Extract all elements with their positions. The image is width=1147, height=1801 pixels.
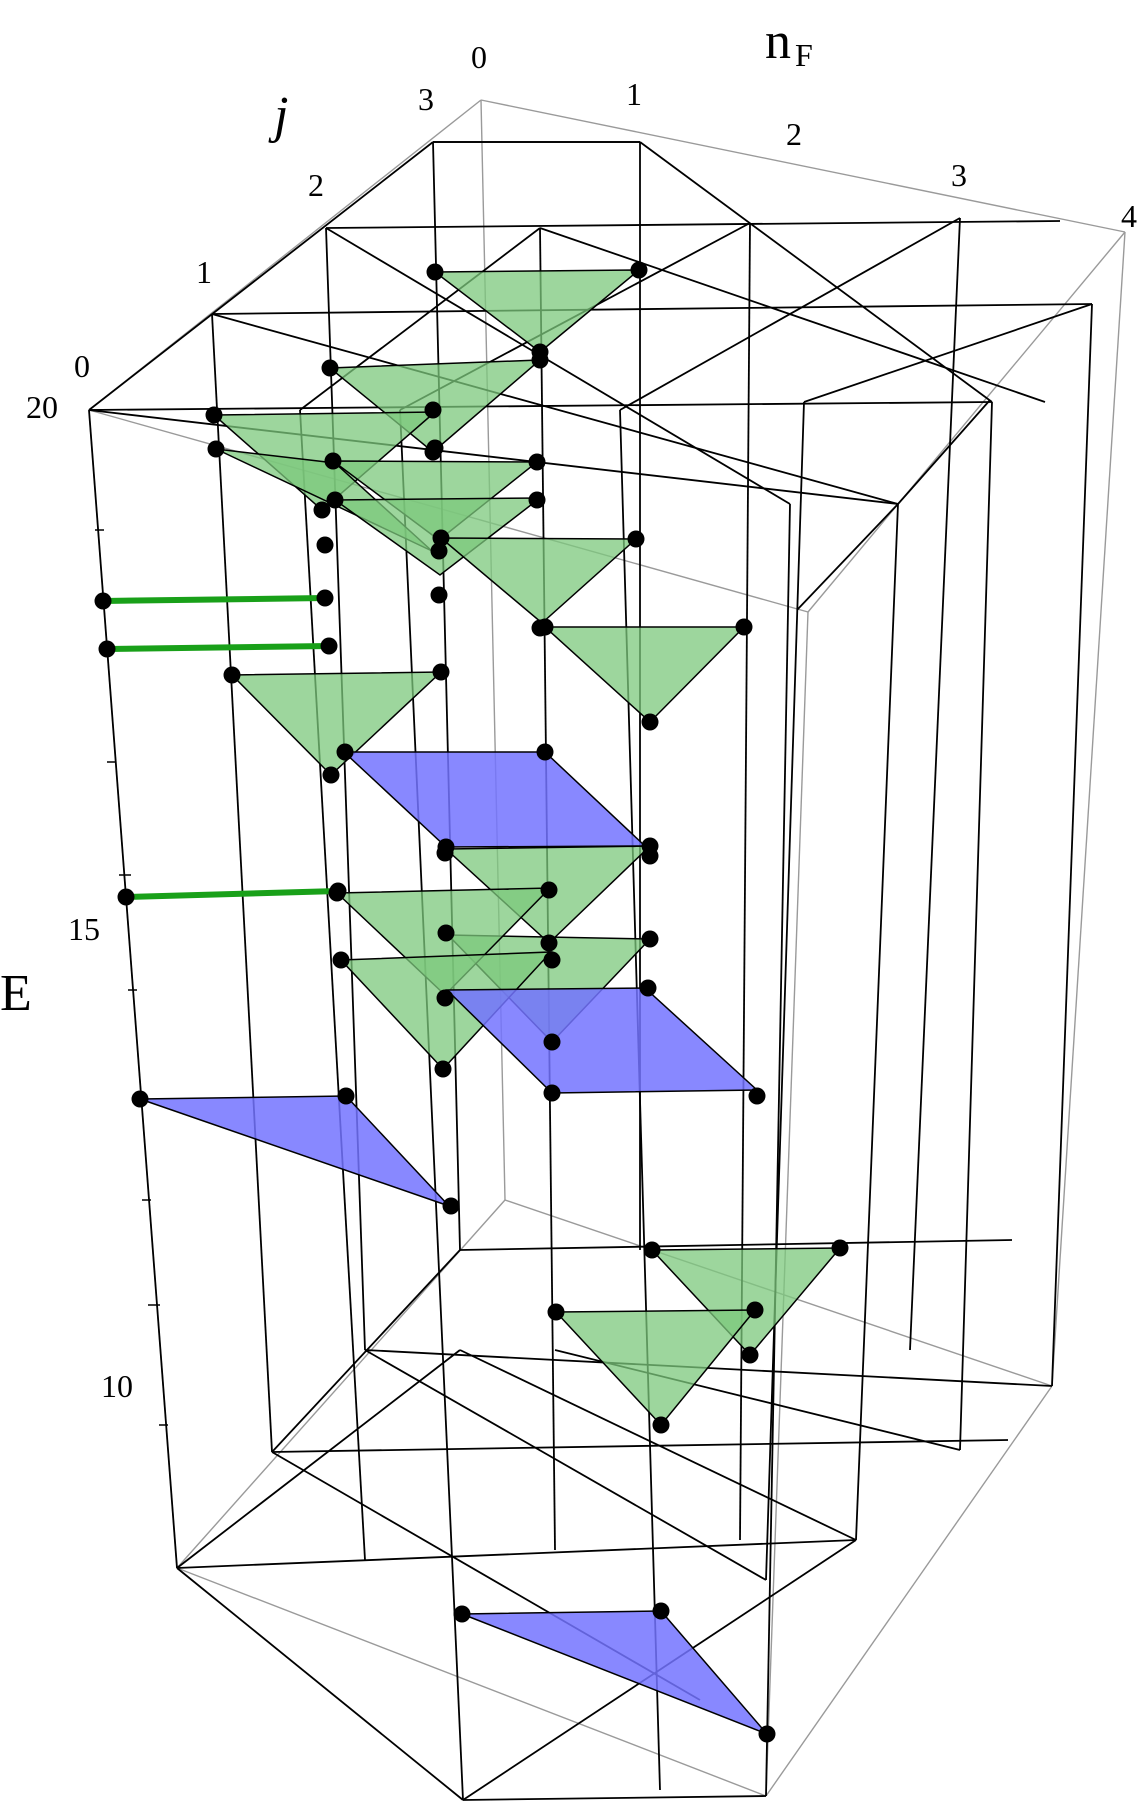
e-tick-label: 20	[26, 389, 58, 425]
state-node	[432, 663, 450, 681]
state-node	[436, 844, 454, 862]
blue-triangle-face	[461, 1610, 768, 1735]
j-tick-label: 1	[196, 254, 212, 290]
green-triangle-face	[438, 537, 638, 624]
j-axis-title: j	[268, 87, 288, 144]
e-tick-label: 15	[68, 911, 100, 947]
state-node	[329, 882, 347, 900]
state-node	[741, 1346, 759, 1364]
state-node	[337, 1087, 355, 1105]
nf-axis-title-sub: F	[795, 37, 813, 73]
state-node	[223, 666, 241, 684]
state-node	[641, 713, 659, 731]
nf-tick-label: 2	[786, 116, 802, 152]
state-node	[531, 351, 549, 369]
state-node	[326, 491, 344, 509]
state-node	[426, 263, 444, 281]
state-node	[746, 1301, 764, 1319]
state-node	[641, 930, 659, 948]
j-tick-label: 3	[418, 81, 434, 117]
state-node	[543, 1084, 561, 1102]
state-node	[436, 989, 454, 1007]
state-node	[94, 592, 112, 610]
state-node	[131, 1090, 149, 1108]
state-node	[205, 406, 223, 424]
green-link	[123, 888, 341, 900]
state-node	[641, 847, 659, 865]
state-node	[324, 452, 342, 470]
nf-tick-label: 0	[471, 39, 487, 75]
state-node	[320, 637, 338, 655]
blue-plaquette-face	[342, 751, 647, 848]
state-node	[430, 542, 448, 560]
state-node	[432, 529, 450, 547]
state-node	[336, 743, 354, 761]
j-tick-label: 0	[74, 348, 90, 384]
state-node	[321, 359, 339, 377]
green-triangle-face	[335, 887, 552, 997]
green-triangle-face	[650, 1247, 842, 1357]
nf-tick-label: 3	[951, 157, 967, 193]
state-node	[630, 261, 648, 279]
state-node	[453, 1605, 471, 1623]
green-triangle-face	[543, 626, 746, 724]
state-node	[540, 881, 558, 899]
j-tick-label: 2	[308, 167, 324, 203]
state-node	[322, 766, 340, 784]
e-axis-tickmarks	[89, 409, 168, 1426]
nodes-group	[94, 261, 849, 1743]
state-node	[426, 439, 444, 457]
faces-group	[139, 269, 842, 1735]
green-triangle-face	[230, 671, 443, 777]
state-node	[117, 888, 135, 906]
state-node	[207, 440, 225, 458]
blue-triangle-face	[139, 1095, 450, 1207]
state-node	[316, 536, 334, 554]
links-group	[100, 595, 341, 900]
state-node	[758, 1725, 776, 1743]
state-node	[643, 1241, 661, 1259]
state-node	[434, 1060, 452, 1078]
state-node	[430, 586, 448, 604]
nf-tick-label: 4	[1121, 198, 1137, 234]
blue-plaquette-face	[445, 987, 759, 1094]
state-node	[543, 951, 561, 969]
state-node	[536, 618, 554, 636]
state-node	[540, 934, 558, 952]
state-node	[627, 530, 645, 548]
state-node	[313, 501, 331, 519]
state-node	[748, 1087, 766, 1105]
green-triangle-face	[432, 269, 642, 353]
state-node	[528, 491, 546, 509]
state-node	[652, 1602, 670, 1620]
e-tick-label: 10	[101, 1368, 133, 1404]
green-link	[100, 595, 328, 604]
state-node	[547, 1303, 565, 1321]
state-node	[639, 979, 657, 997]
e-axis-title: E	[0, 965, 32, 1022]
state-node	[543, 1033, 561, 1051]
green-triangle-face	[554, 1309, 757, 1427]
state-node	[332, 951, 350, 969]
state-node	[735, 618, 753, 636]
green-link	[104, 643, 332, 652]
state-node	[528, 453, 546, 471]
labels: E j n F 20 15 10 0 1 2 3 0 1 2 3 4	[0, 13, 1137, 1404]
nf-tick-label: 1	[626, 76, 642, 112]
nf-axis-title-main: n	[765, 13, 791, 70]
state-node	[98, 640, 116, 658]
state-node	[652, 1416, 670, 1434]
state-node	[437, 924, 455, 942]
state-node	[316, 589, 334, 607]
state-node	[831, 1239, 849, 1257]
state-node	[536, 743, 554, 761]
state-node	[442, 1197, 460, 1215]
state-node	[424, 401, 442, 419]
